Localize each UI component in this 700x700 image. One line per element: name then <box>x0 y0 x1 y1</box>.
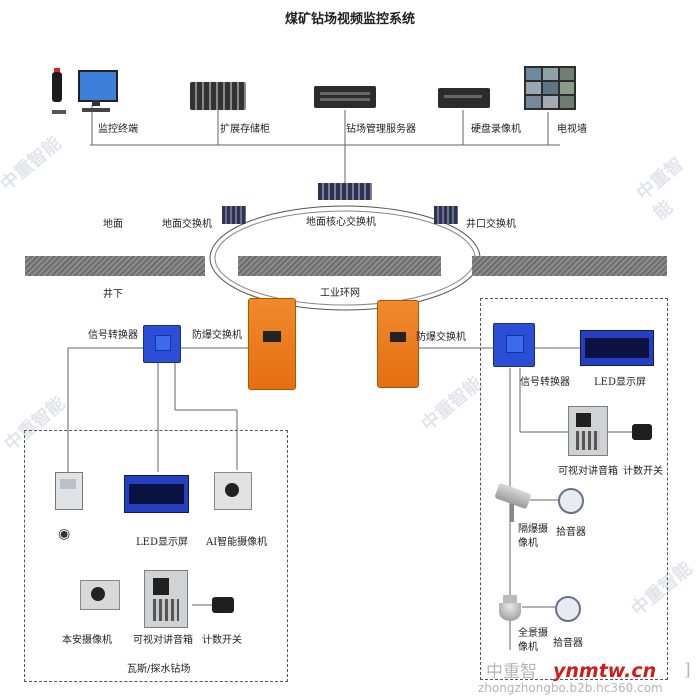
safety-camera-icon <box>80 580 120 610</box>
ground-layer-right <box>472 256 667 276</box>
right-counter-icon <box>632 424 652 440</box>
mgmt-server-label: 钻场管理服务器 <box>346 124 416 135</box>
underground-area-label: 井下 <box>103 289 123 300</box>
explosion-camera-icon <box>494 478 532 522</box>
left-monitor-box-icon <box>55 472 83 510</box>
explosion-camera-label-2: 像机 <box>518 538 538 549</box>
footer-brand: 中重智 <box>486 662 537 682</box>
left-ex-switch-icon <box>248 298 296 390</box>
right-site-boundary <box>480 298 668 680</box>
left-led-label: LED显示屏 <box>136 537 188 548</box>
surface-switch-label: 地面交换机 <box>162 219 212 230</box>
wireless-icon: ◉ <box>58 526 71 542</box>
diagram-title: 煤矿钻场视频监控系统 <box>284 12 415 27</box>
monitor-terminal-label: 监控终端 <box>98 124 138 135</box>
ring-network-label: 工业环网 <box>320 288 360 299</box>
shaft-switch-icon <box>434 206 458 224</box>
monitor-terminal-icon <box>52 68 118 116</box>
panorama-camera-label-2: 像机 <box>518 642 538 653</box>
right-counter-label: 计数开关 <box>623 466 663 477</box>
storage-cabinet-label: 扩展存储柜 <box>220 124 270 135</box>
panorama-camera-icon <box>497 595 523 623</box>
core-switch-label: 地面核心交换机 <box>306 217 376 228</box>
safety-camera-label: 本安摄像机 <box>62 635 112 646</box>
right-converter-icon <box>493 323 535 367</box>
right-intercom-icon <box>568 406 608 456</box>
ground-layer-middle <box>238 256 441 276</box>
ai-camera-icon <box>214 472 252 510</box>
left-counter-label: 计数开关 <box>202 635 242 646</box>
left-intercom-label: 可视对讲音箱 <box>133 635 193 646</box>
pickup-2-icon <box>555 596 581 622</box>
right-led-icon <box>580 330 654 366</box>
left-ex-switch-label: 防爆交换机 <box>192 330 242 341</box>
surface-area-label: 地面 <box>103 219 123 230</box>
right-intercom-label: 可视对讲音箱 <box>558 466 618 477</box>
tv-wall-icon <box>524 66 576 110</box>
right-converter-label: 信号转换器 <box>520 377 570 388</box>
nvr-icon <box>438 88 490 108</box>
tv-wall-label: 电视墙 <box>557 124 587 135</box>
right-ex-switch-label: 防爆交换机 <box>416 332 466 343</box>
left-site-name: 瓦斯/探水钻场 <box>127 664 191 675</box>
surface-switch-icon <box>222 206 246 224</box>
explosion-camera-label-1: 隔爆摄 <box>518 524 548 535</box>
footer-site: ynmtw.cn <box>553 660 657 682</box>
shaft-switch-label: 井口交换机 <box>466 219 516 230</box>
left-converter-label: 信号转换器 <box>88 330 138 341</box>
left-counter-icon <box>212 597 234 613</box>
ai-camera-label: AI智能摄像机 <box>206 537 268 548</box>
storage-cabinet-icon <box>190 82 246 110</box>
nvr-label: 硬盘录像机 <box>471 124 521 135</box>
right-ex-switch-icon <box>377 300 419 388</box>
pickup-1-icon <box>558 488 584 514</box>
footer-url: zhongzhongbo.b2b.hc360.com <box>478 681 663 695</box>
left-intercom-icon <box>144 570 188 628</box>
panorama-camera-label-1: 全景摄 <box>518 628 548 639</box>
ground-layer-left <box>25 256 205 276</box>
right-led-label: LED显示屏 <box>594 377 646 388</box>
pickup-2-label: 拾音器 <box>553 638 583 649</box>
left-converter-icon <box>143 325 181 363</box>
left-led-icon <box>124 475 189 513</box>
left-site-boundary <box>24 430 288 682</box>
mgmt-server-icon <box>314 86 376 108</box>
footer-bracket: ] <box>684 660 691 680</box>
pickup-1-label: 拾音器 <box>556 527 586 538</box>
core-switch-icon <box>318 183 372 200</box>
